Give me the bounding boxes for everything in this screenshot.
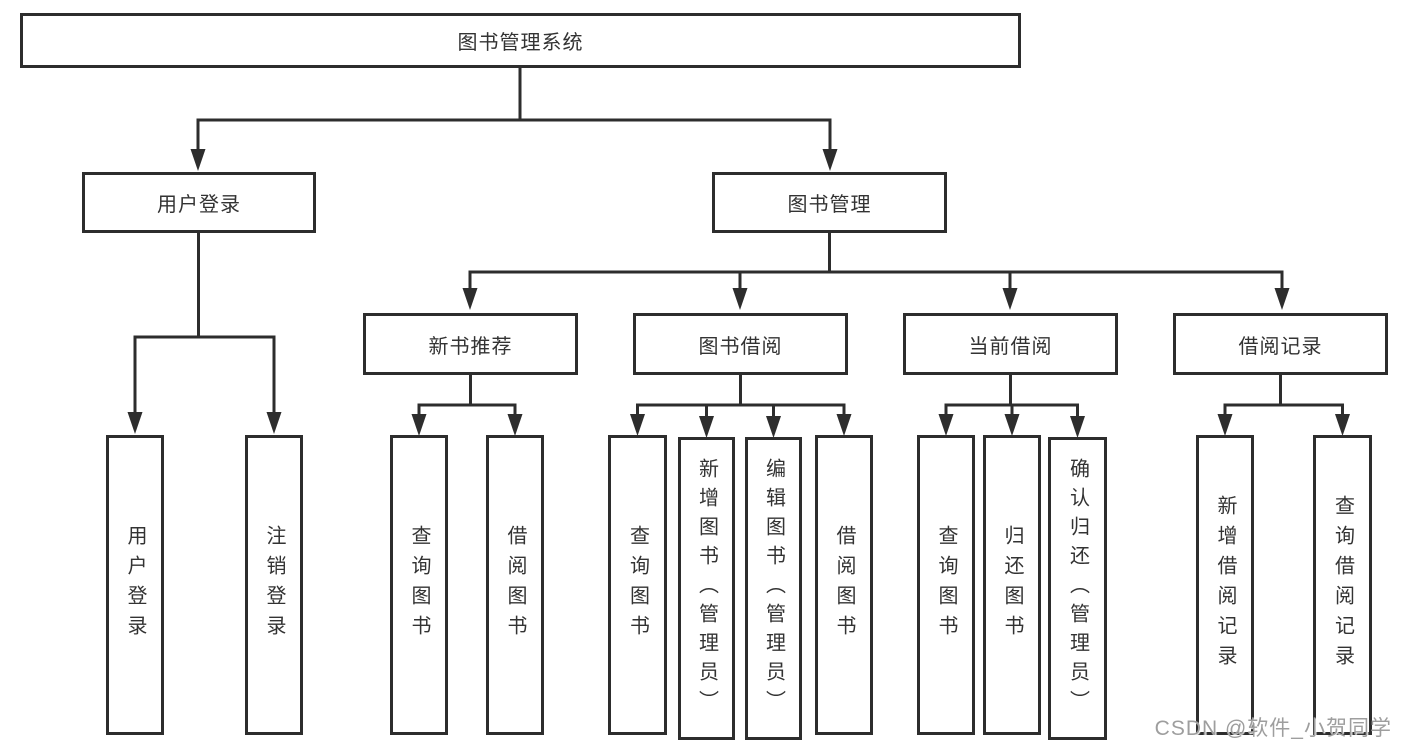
node-confirm-return-admin-label: 确认归还（管理员） bbox=[1066, 458, 1089, 719]
node-new-book-recommendation: 新书推荐 bbox=[363, 313, 578, 375]
node-return-books: 归还图书 bbox=[983, 435, 1041, 735]
node-library-management-system: 图书管理系统 bbox=[20, 13, 1021, 68]
node-query-borrow-record-label: 查询借阅记录 bbox=[1331, 495, 1354, 675]
node-confirm-return-admin: 确认归还（管理员） bbox=[1048, 437, 1107, 740]
node-add-borrow-record-label: 新增借阅记录 bbox=[1214, 495, 1236, 675]
csdn-watermark: CSDN @软件_小贺同学 bbox=[1154, 717, 1392, 740]
node-query-books-borrow: 查询图书 bbox=[608, 435, 667, 735]
node-borrow-books-recommend-label: 借阅图书 bbox=[504, 525, 526, 645]
node-user-login: 用户登录 bbox=[106, 435, 164, 735]
node-add-book-admin: 新增图书（管理员） bbox=[678, 437, 735, 740]
node-query-books-recommend: 查询图书 bbox=[390, 435, 448, 735]
node-user-login-label: 用户登录 bbox=[124, 525, 146, 645]
node-logout-login: 注销登录 bbox=[245, 435, 303, 735]
node-query-books-borrow-label: 查询图书 bbox=[626, 525, 649, 645]
node-logout-login-label: 注销登录 bbox=[263, 525, 285, 645]
node-book-borrowing: 图书借阅 bbox=[633, 313, 848, 375]
node-borrow-books-recommend: 借阅图书 bbox=[486, 435, 544, 735]
node-borrowing-records: 借阅记录 bbox=[1173, 313, 1388, 375]
node-current-borrowing: 当前借阅 bbox=[903, 313, 1118, 375]
node-edit-book-admin: 编辑图书（管理员） bbox=[745, 437, 802, 740]
node-edit-book-admin-label: 编辑图书（管理员） bbox=[762, 458, 785, 719]
node-add-borrow-record: 新增借阅记录 bbox=[1196, 435, 1254, 735]
node-query-borrow-record: 查询借阅记录 bbox=[1313, 435, 1372, 735]
node-borrow-books-label: 借阅图书 bbox=[833, 525, 855, 645]
node-user-login-group: 用户登录 bbox=[82, 172, 316, 233]
node-return-books-label: 归还图书 bbox=[1001, 525, 1023, 645]
node-borrow-books: 借阅图书 bbox=[815, 435, 873, 735]
node-query-books-current-label: 查询图书 bbox=[935, 525, 957, 645]
node-query-books-recommend-label: 查询图书 bbox=[408, 525, 430, 645]
node-query-books-current: 查询图书 bbox=[917, 435, 975, 735]
node-book-management-group: 图书管理 bbox=[712, 172, 947, 233]
node-add-book-admin-label: 新增图书（管理员） bbox=[695, 458, 718, 719]
